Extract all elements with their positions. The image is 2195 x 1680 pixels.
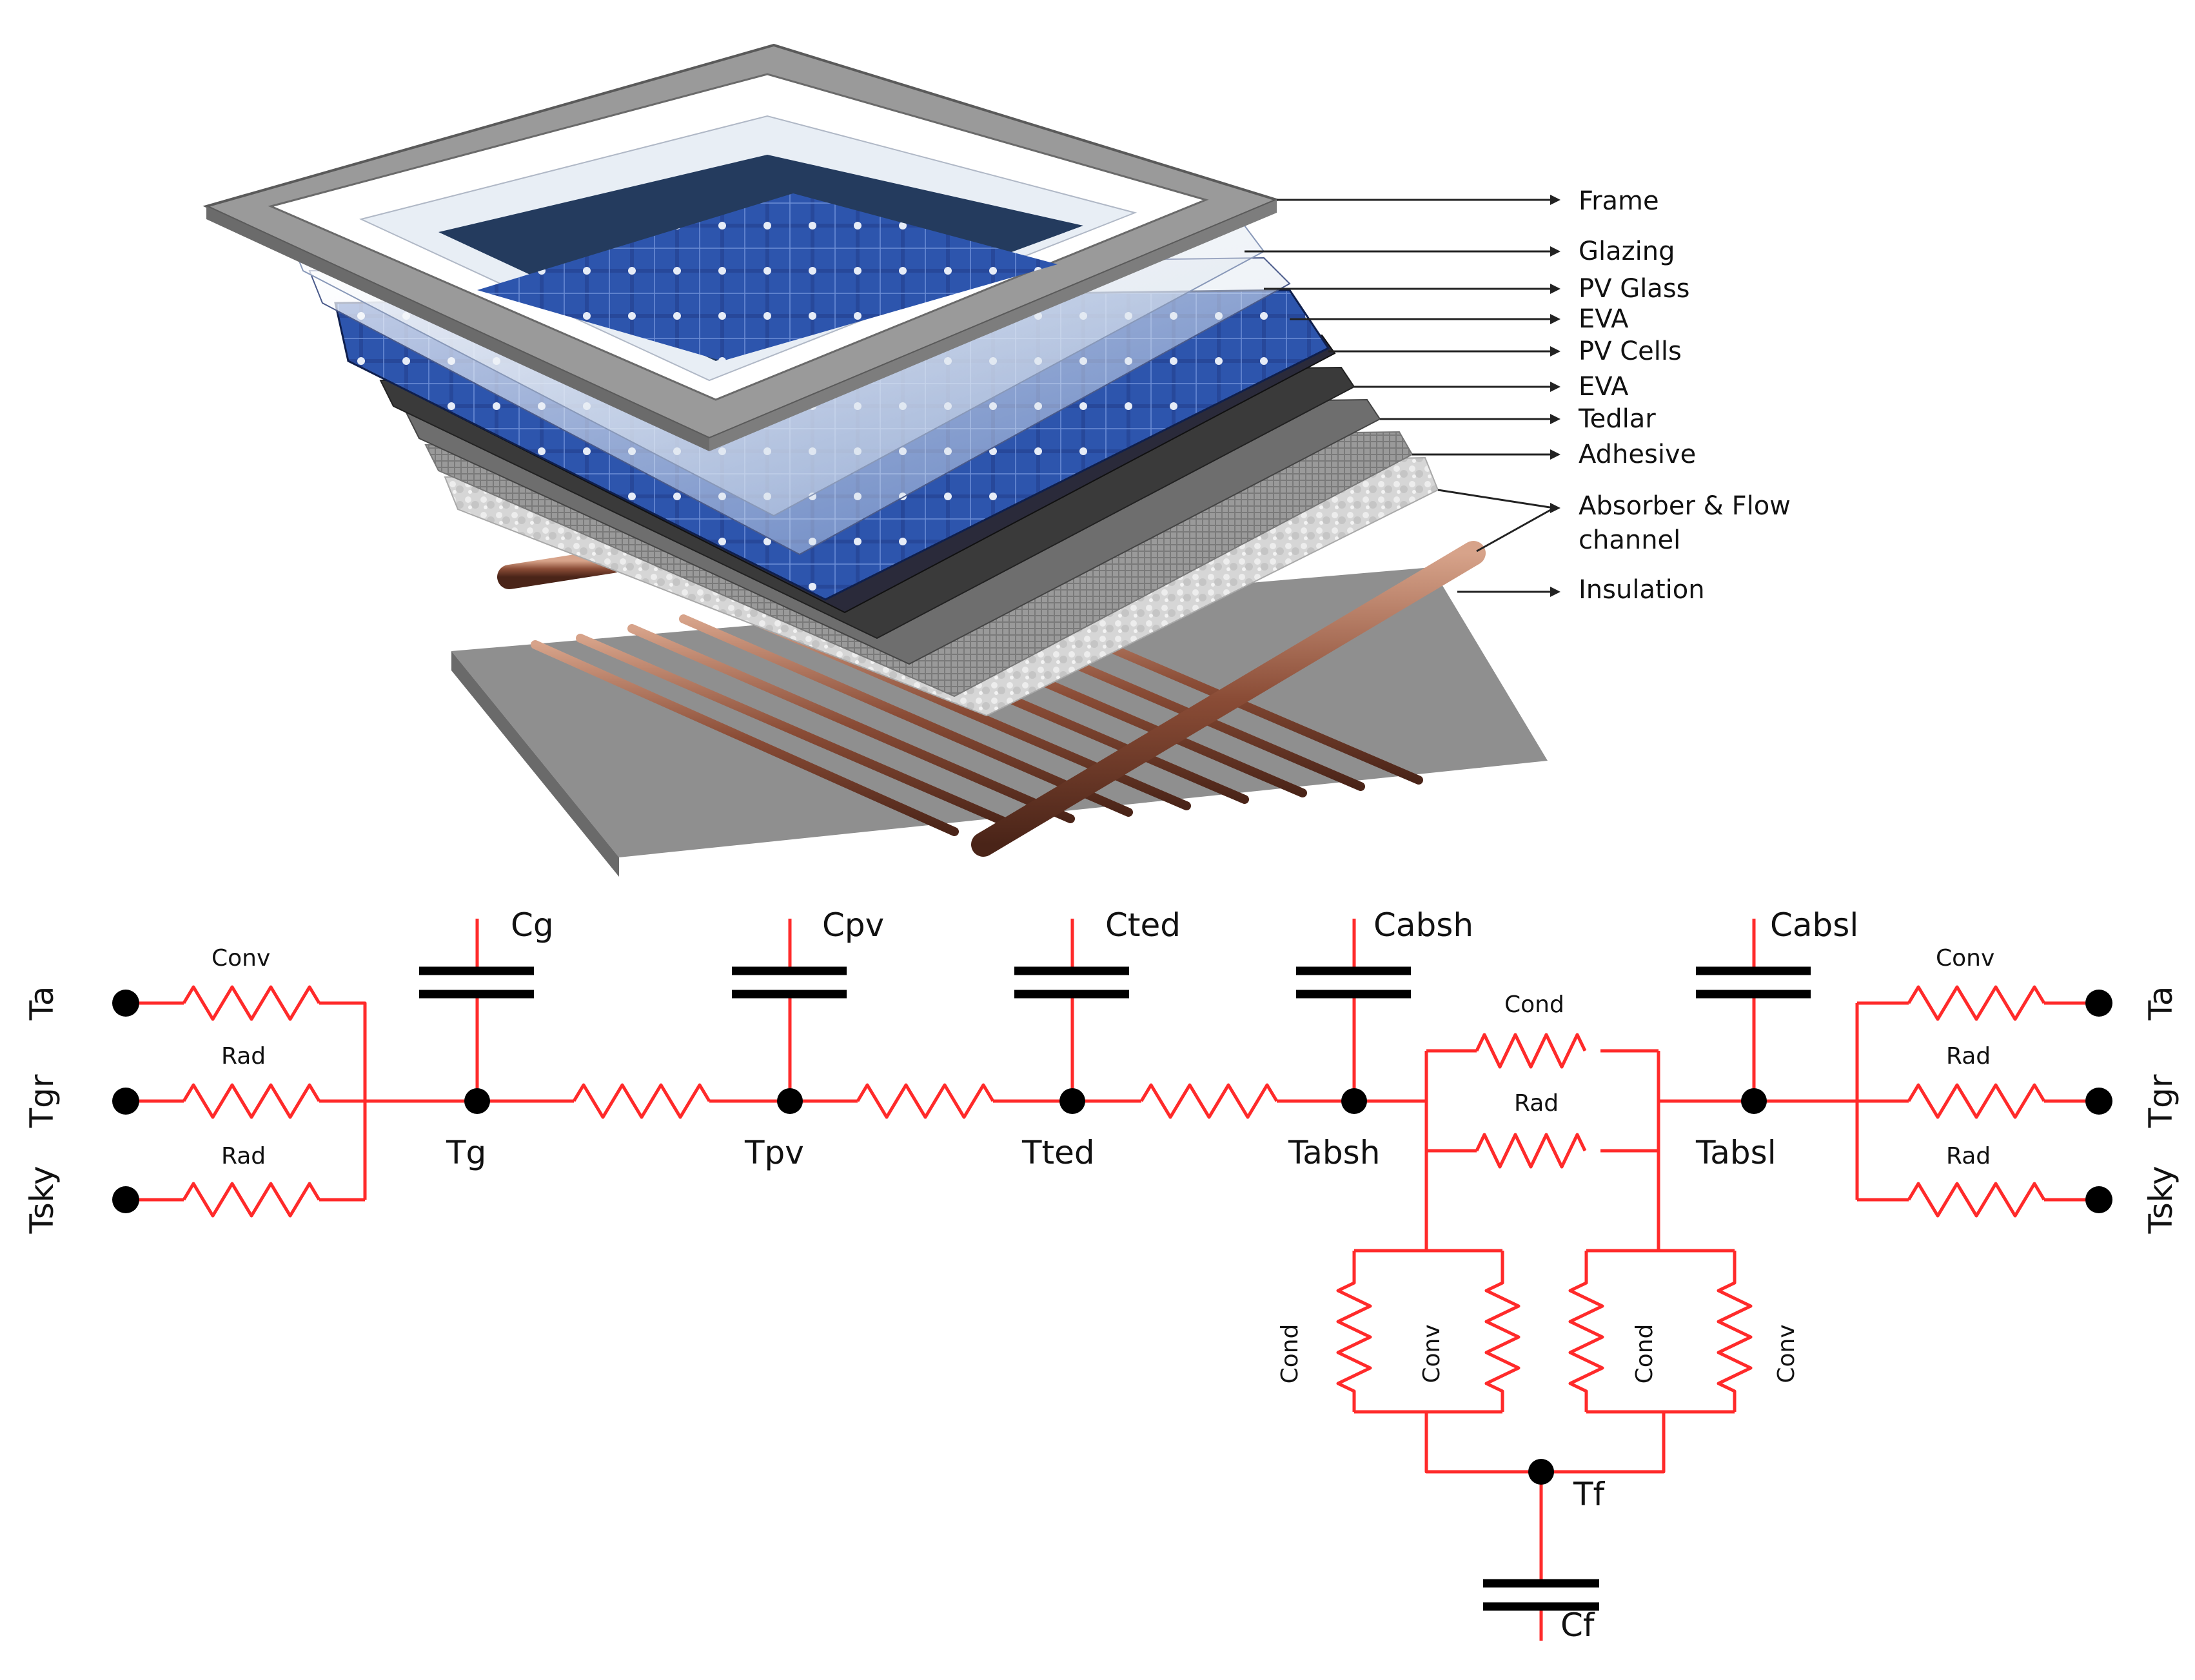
node-tg-label: Tg — [446, 1134, 486, 1171]
node-tabsl-label: Tabsl — [1695, 1134, 1777, 1171]
label-frame: Frame — [1579, 186, 1659, 216]
node-dots — [112, 990, 2112, 1485]
node-tabsh-label: Tabsh — [1288, 1134, 1380, 1171]
label-pv-glass: PV Glass — [1579, 274, 1690, 304]
res-conv-lower-2-label: Conv — [1773, 1324, 1800, 1383]
cap-cabsl-label: Cabsl — [1770, 906, 1858, 944]
label-eva-top: EVA — [1579, 304, 1629, 334]
cap-cg-label: Cg — [511, 906, 554, 944]
res-cond-lower-2-label: Cond — [1631, 1324, 1658, 1384]
cap-cabsh-label: Cabsh — [1373, 906, 1473, 944]
res-rad-right-1-label: Rad — [1946, 1043, 1991, 1070]
thermal-circuit: Tg Tpv Tted Tabsh Tabsl Tf Cg Cpv Cted C… — [23, 906, 2180, 1644]
capacitor-plates — [419, 966, 1811, 1611]
layer-labels: Frame Glazing PV Glass EVA PV Cells EVA … — [1578, 186, 1791, 605]
label-pv-cells: PV Cells — [1579, 337, 1682, 366]
node-tpv-label: Tpv — [744, 1134, 804, 1171]
cap-cted-label: Cted — [1105, 906, 1181, 944]
res-rad-right-2-label: Rad — [1946, 1143, 1991, 1169]
res-cond-lower-1-label: Cond — [1277, 1324, 1303, 1384]
res-rad-mid-label: Rad — [1514, 1090, 1559, 1117]
res-conv-left-label: Conv — [212, 945, 270, 972]
terminal-tgr-right: Tgr — [2142, 1074, 2180, 1128]
label-glazing: Glazing — [1579, 237, 1675, 266]
cap-cpv-label: Cpv — [822, 906, 884, 944]
label-insulation: Insulation — [1579, 575, 1705, 605]
terminal-ta-left: Ta — [23, 986, 61, 1021]
res-conv-lower-1-label: Conv — [1419, 1324, 1445, 1383]
terminal-ta-right: Ta — [2142, 986, 2180, 1021]
layer-leaders — [1245, 195, 1560, 597]
res-rad-left-1-label: Rad — [221, 1043, 266, 1070]
label-flow-channel: channel — [1579, 525, 1680, 555]
res-cond-top-label: Cond — [1504, 991, 1564, 1018]
node-tted-label: Tted — [1021, 1134, 1095, 1171]
label-absorber: Absorber & Flow — [1579, 491, 1791, 521]
res-conv-right-label: Conv — [1936, 945, 1994, 972]
label-adhesive: Adhesive — [1579, 440, 1696, 469]
exploded-panel — [202, 43, 1548, 877]
terminal-tsky-right: Tsky — [2142, 1166, 2180, 1234]
terminal-tgr-left: Tgr — [23, 1074, 61, 1128]
label-eva-bottom: EVA — [1579, 372, 1629, 402]
terminal-tsky-left: Tsky — [23, 1166, 61, 1234]
node-tf-label: Tf — [1573, 1476, 1606, 1513]
res-rad-left-2-label: Rad — [221, 1143, 266, 1169]
cap-cf-label: Cf — [1560, 1607, 1595, 1644]
label-tedlar: Tedlar — [1578, 404, 1656, 434]
